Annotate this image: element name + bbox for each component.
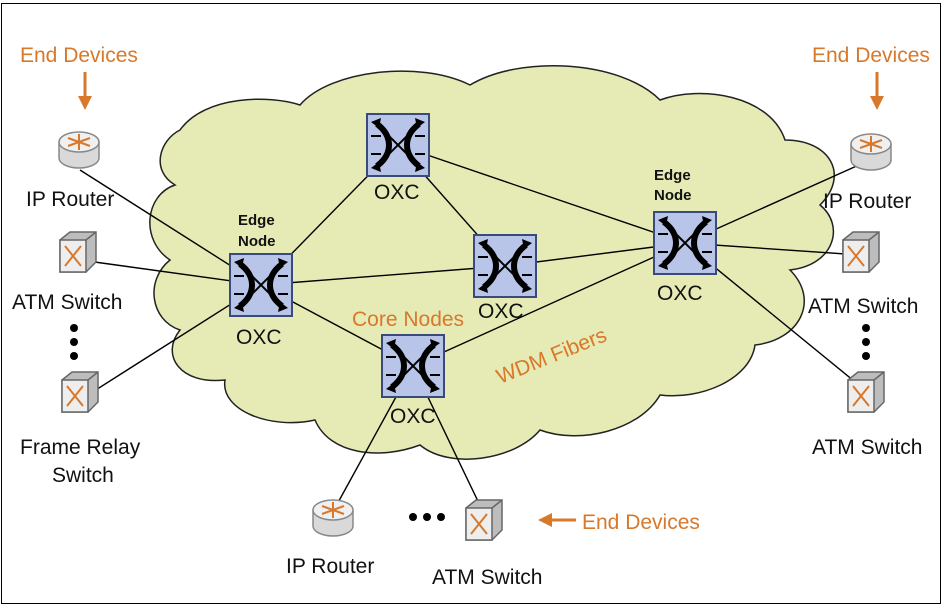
ip-router-icon [850, 133, 892, 171]
device-label: ATM Switch [812, 436, 922, 459]
device-label: Switch [52, 464, 114, 487]
end-devices-label-left: End Devices [20, 44, 138, 67]
device-label: ATM Switch [432, 566, 542, 589]
device-label: IP Router [26, 188, 114, 211]
oxc-switch-icon [367, 114, 429, 176]
edge-node-label: Edge [654, 167, 691, 184]
atm-switch-icon [847, 371, 885, 413]
ellipsis-dots-icon [70, 324, 870, 521]
oxc-label: OXC [374, 181, 420, 204]
edge-node-label: Node [238, 233, 276, 250]
device-label: ATM Switch [808, 295, 918, 318]
oxc-label: OXC [390, 405, 436, 428]
oxc-switch-icon [474, 235, 536, 297]
atm-switch-icon [842, 231, 880, 273]
end-devices-label-right: End Devices [812, 44, 930, 67]
oxc-switch-icon [230, 254, 292, 316]
ip-router-icon [312, 499, 354, 537]
device-label: IP Router [286, 555, 374, 578]
oxc-label: OXC [478, 300, 524, 323]
atm-switch-icon [465, 499, 503, 541]
device-label: ATM Switch [12, 291, 122, 314]
edge-node-label: Node [654, 187, 692, 204]
oxc-switch-icon [382, 335, 444, 397]
ip-router-icon [58, 131, 100, 169]
atm-switch-icon [61, 371, 99, 413]
device-label: Frame Relay [20, 436, 141, 459]
atm-switch-icon [59, 231, 97, 273]
arrow-icon [78, 72, 884, 527]
device-label: IP Router [823, 190, 911, 213]
oxc-label: OXC [236, 326, 282, 349]
oxc-switch-icon [654, 212, 716, 274]
edge-node-label: Edge [238, 212, 275, 229]
oxc-label: OXC [657, 282, 703, 305]
end-devices-label-bottom: End Devices [582, 511, 700, 534]
core-nodes-label: Core Nodes [352, 308, 464, 331]
diagram-frame [1, 3, 941, 604]
